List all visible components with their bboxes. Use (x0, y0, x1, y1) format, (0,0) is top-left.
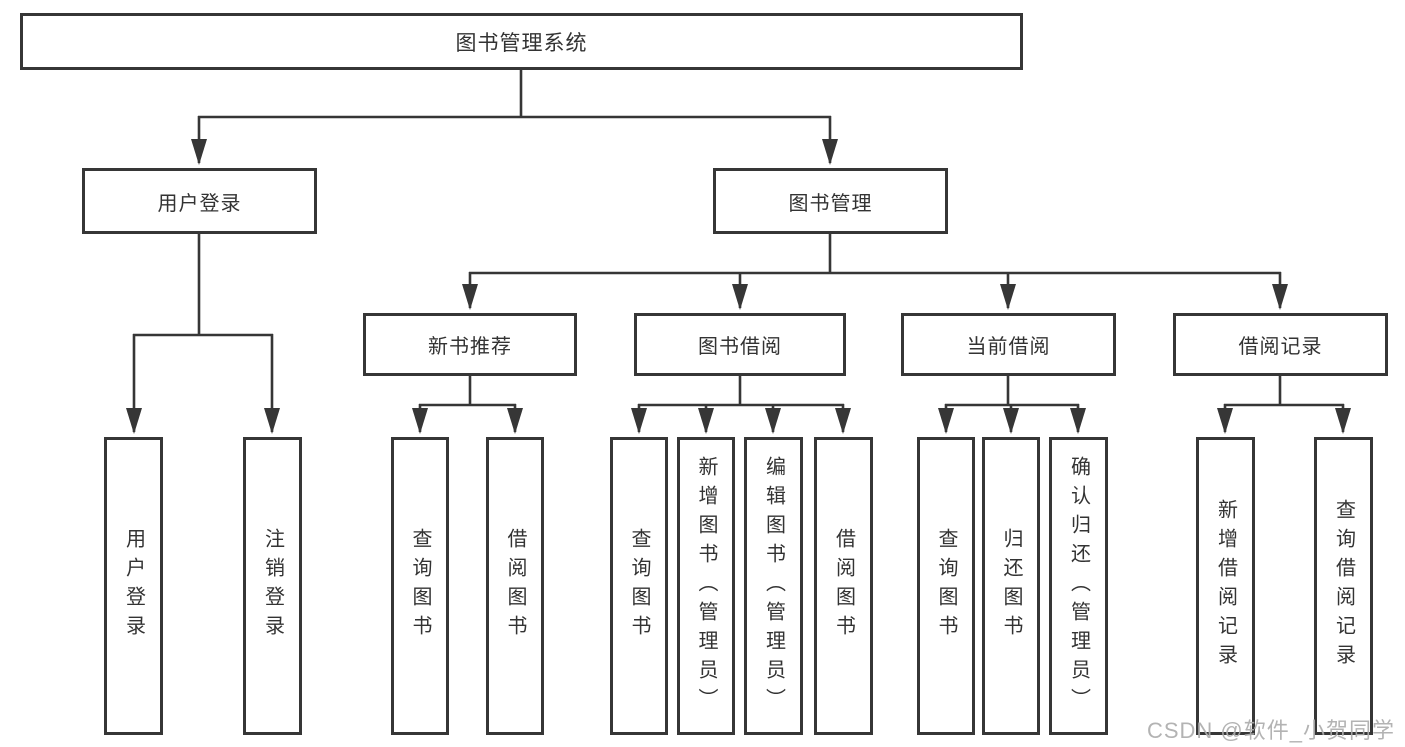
leaf-newbook-borrow-books-label: 借阅图书 (504, 528, 526, 644)
leaf-record-query-borrow-record-label: 查询借阅记录 (1332, 499, 1355, 673)
connector-current-borrow-branch (938, 376, 1086, 434)
node-book-borrow-label: 图书借阅 (698, 336, 782, 358)
csdn-watermark: CSDN @软件_小贺同学 (1146, 718, 1395, 743)
leaf-current-confirm-return-admin: 确认归还（管理员） (1049, 437, 1108, 735)
leaf-record-add-borrow-record: 新增借阅记录 (1196, 437, 1255, 735)
leaf-record-add-borrow-record-label: 新增借阅记录 (1214, 499, 1237, 673)
leaf-borrow-borrow-books: 借阅图书 (814, 437, 873, 735)
node-current-borrow-label: 当前借阅 (966, 336, 1051, 358)
connector-user-login-branch (126, 234, 280, 434)
connector-book-mgmt-branch (462, 234, 1288, 310)
leaf-logout-label: 注销登录 (261, 528, 284, 644)
leaf-newbook-query-books: 查询图书 (391, 437, 449, 735)
node-user-login-label: 用户登录 (157, 192, 242, 215)
connector-borrow-record-branch (1217, 376, 1351, 434)
leaf-borrow-query-books: 查询图书 (610, 437, 668, 735)
connector-book-borrow-branch (631, 376, 851, 434)
leaf-current-query-books-label: 查询图书 (935, 528, 957, 644)
leaf-current-return-books: 归还图书 (982, 437, 1040, 735)
leaf-current-query-books: 查询图书 (917, 437, 975, 735)
leaf-logout: 注销登录 (243, 437, 302, 735)
leaf-borrow-edit-books-admin: 编辑图书（管理员） (744, 437, 803, 735)
leaf-current-return-books-label: 归还图书 (1000, 528, 1022, 644)
node-user-login: 用户登录 (82, 168, 317, 234)
node-new-book-recommend: 新书推荐 (363, 313, 577, 376)
leaf-borrow-query-books-label: 查询图书 (628, 528, 650, 644)
leaf-newbook-query-books-label: 查询图书 (409, 528, 431, 644)
leaf-current-confirm-return-admin-label: 确认归还（管理员） (1067, 455, 1090, 717)
node-book-mgmt-label: 图书管理 (788, 192, 873, 215)
node-current-borrow: 当前借阅 (901, 313, 1116, 376)
node-root-label: 图书管理系统 (455, 31, 588, 55)
leaf-newbook-borrow-books: 借阅图书 (486, 437, 544, 735)
leaf-record-query-borrow-record: 查询借阅记录 (1314, 437, 1373, 735)
node-new-book-recommend-label: 新书推荐 (428, 336, 512, 358)
leaf-borrow-add-books-admin-label: 新增图书（管理员） (695, 455, 717, 717)
leaf-borrow-add-books-admin: 新增图书（管理员） (677, 437, 735, 735)
node-book-mgmt: 图书管理 (713, 168, 948, 234)
connector-root-to-level2 (191, 70, 838, 165)
connector-newbook-branch (412, 376, 523, 434)
leaf-user-login-label: 用户登录 (122, 528, 145, 644)
node-root-system: 图书管理系统 (20, 13, 1023, 70)
leaf-user-login: 用户登录 (104, 437, 163, 735)
leaf-borrow-borrow-books-label: 借阅图书 (832, 528, 855, 644)
node-borrow-record-label: 借阅记录 (1238, 336, 1323, 358)
node-borrow-record: 借阅记录 (1173, 313, 1388, 376)
node-book-borrow: 图书借阅 (634, 313, 846, 376)
leaf-borrow-edit-books-admin-label: 编辑图书（管理员） (762, 455, 785, 717)
